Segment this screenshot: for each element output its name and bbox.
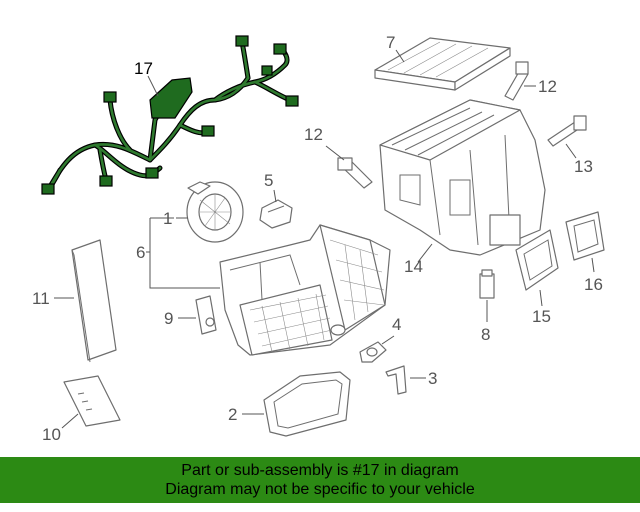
banner-line-part-info: Part or sub-assembly is #17 in diagram — [181, 462, 459, 479]
callout-7: 7 — [386, 33, 395, 52]
filter-panel-part-11[interactable] — [71, 239, 117, 363]
leader-15 — [539, 289, 543, 307]
callout-4: 4 — [392, 315, 401, 334]
leader-10 — [61, 413, 79, 429]
leader-17 — [147, 75, 159, 97]
hvac-case-part-6[interactable] — [379, 99, 546, 256]
leader-12-left — [325, 145, 345, 161]
leader-13 — [565, 143, 577, 159]
callout-2: 2 — [228, 405, 237, 424]
callout-1: 6 — [136, 243, 145, 262]
sensor-part-12-upper[interactable] — [504, 61, 529, 101]
leader-14 — [273, 189, 277, 203]
wiring-harness-part-17[interactable] — [41, 35, 299, 195]
callout-12-upper: 12 — [538, 77, 557, 96]
bracket-part-10[interactable] — [63, 375, 121, 427]
callout-11: 11 — [32, 289, 50, 308]
clip-part-3[interactable] — [385, 365, 407, 395]
blower-housing-part-1[interactable] — [219, 224, 391, 356]
exploded-parts-diagram: 17 7 12 12 13 14 5 — [32, 33, 605, 444]
callout-10: 10 — [42, 425, 61, 444]
leader-4 — [381, 335, 395, 345]
callout-3: 3 — [428, 369, 437, 388]
leader-7 — [395, 49, 405, 63]
callout-12-left: 12 — [304, 125, 323, 144]
duct-seal-part-16[interactable] — [565, 211, 605, 261]
blower-motor-part-5[interactable] — [186, 181, 244, 243]
callout-17: 17 — [134, 59, 153, 78]
callout-14: 5 — [264, 171, 273, 190]
banner-line-disclaimer: Diagram may not be specific to your vehi… — [165, 481, 475, 498]
callout-16: 16 — [584, 275, 603, 294]
callout-13: 13 — [574, 157, 593, 176]
sensor-part-12-left[interactable] — [337, 157, 373, 189]
duct-seal-part-15[interactable] — [515, 229, 559, 291]
resistor-part-14[interactable] — [259, 199, 293, 229]
grommet-part-4[interactable] — [359, 341, 387, 363]
actuator-part-9[interactable] — [195, 295, 217, 335]
leader-1 — [146, 217, 220, 289]
air-filter-part-7[interactable] — [374, 37, 511, 91]
info-banner: Part or sub-assembly is #17 in diagram D… — [0, 457, 640, 503]
sensor-part-13[interactable] — [547, 115, 587, 147]
callout-8: 8 — [481, 325, 490, 344]
sensor-part-8[interactable] — [479, 269, 495, 299]
leader-6 — [417, 243, 433, 263]
leader-16 — [591, 257, 595, 273]
callout-9: 9 — [164, 309, 173, 328]
callout-15: 15 — [532, 307, 551, 326]
gasket-part-2[interactable] — [263, 371, 351, 437]
